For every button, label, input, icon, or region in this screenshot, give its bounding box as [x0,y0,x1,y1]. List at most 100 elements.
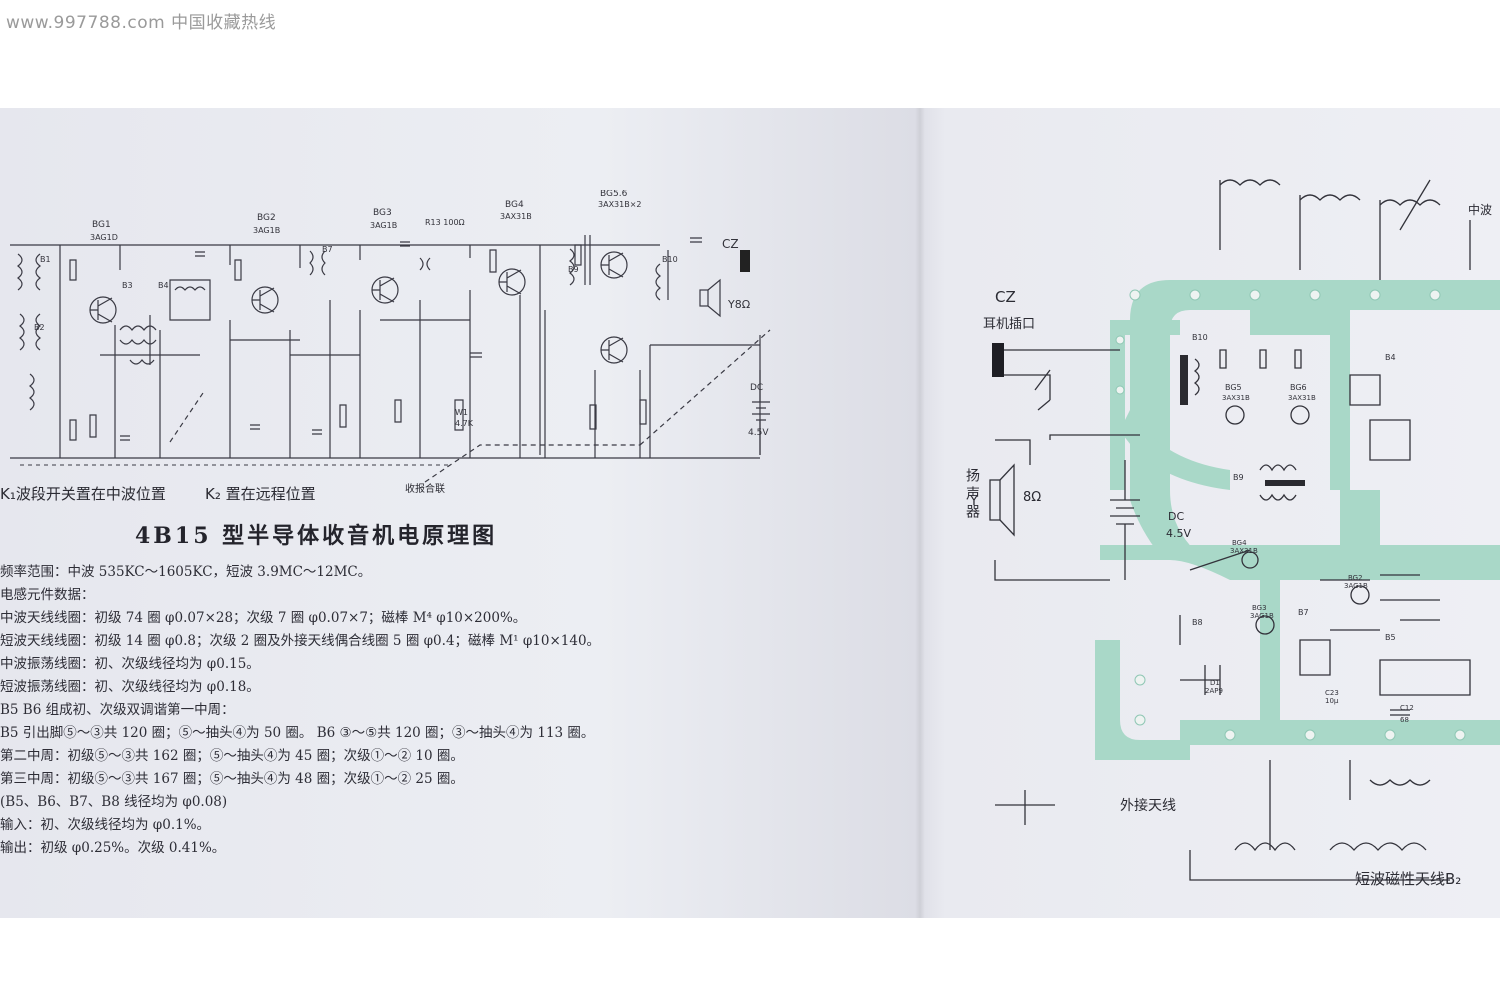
spec-line: 第二中周：初级⑤～③共 162 圈；⑤～抽头④为 45 圈；次级①～② 10 圈… [0,748,464,764]
diagram-title: 4B15 型半导体收音机电原理图 [135,523,498,549]
capacitors [120,237,702,441]
svg-text:3AX31B: 3AX31B [1288,394,1316,402]
spec-line: 第三中周：初级⑤～③共 167 圈；⑤～抽头④为 48 圈；次级①～② 25 圈… [0,771,464,787]
svg-text:3AG1D: 3AG1D [90,233,118,242]
jack-wiring [1004,349,1120,411]
spec-line: (B5、B6、B7、B8 线径均为 φ0.08) [0,794,228,810]
svg-text:68: 68 [1400,716,1409,724]
svg-text:B1: B1 [40,255,51,264]
antenna-coils [17,253,41,411]
top-rail [10,244,660,455]
svg-text:B3: B3 [122,281,133,290]
sw-antenna-label: 短波磁性天线B₂ [1355,870,1462,888]
transistor-bg4 [1241,551,1259,569]
svg-text:R13 100Ω: R13 100Ω [425,218,465,227]
svg-text:BG6: BG6 [1290,383,1307,392]
page-fold [915,108,925,918]
switch-linkage [169,329,771,483]
spec-line: 电感元件数据： [0,587,95,603]
svg-text:Y8Ω: Y8Ω [727,298,750,311]
transformer-b9 [1265,480,1305,486]
svg-text:2AP9: 2AP9 [1205,687,1223,695]
svg-text:3AG1B: 3AG1B [370,221,397,230]
svg-text:BG4: BG4 [1232,539,1247,547]
svg-text:3AX31B: 3AX31B [1230,547,1258,555]
pcb-copper [1095,280,1500,760]
battery-symbol [1110,460,1140,580]
svg-text:D1: D1 [1210,679,1220,687]
svg-text:B9: B9 [568,265,579,274]
speaker-caption: 扬声器 [964,468,980,522]
transistor-bg6 [600,336,628,364]
speaker-wiring [994,434,1140,581]
transistor-bg2 [251,286,279,314]
svg-text:C23: C23 [1325,689,1339,697]
svg-text:C12: C12 [1400,704,1414,712]
spec-line: 中波天线线圈：初级 74 圈 φ0.07×28；次级 7 圈 φ0.07×7；磁… [0,610,527,626]
transistor-bg3 [371,276,399,304]
board-components [1179,349,1471,716]
speaker-symbol [699,278,721,318]
output-transformer [569,235,669,301]
if-transformers [169,250,431,321]
svg-text:W1: W1 [455,408,468,417]
spec-line: B5 引出脚⑤～③共 120 圈；⑤～抽头④为 50 圈。 B6 ③～⑤共 12… [0,725,595,741]
svg-text:B5: B5 [1385,633,1396,642]
cross-mark [995,790,1055,825]
svg-text:B10: B10 [662,255,678,264]
transformer-b10 [1180,355,1188,405]
svg-text:BG2: BG2 [1348,574,1363,582]
battery-symbol [752,370,770,455]
spec-line: 中波振荡线圈：初、次级线径均为 φ0.15。 [0,656,260,672]
external-antenna-label: 外接天线 [1120,798,1176,814]
transistor-bg6 [1290,405,1310,425]
transistor-bg1 [89,296,117,324]
svg-text:3AG1B: 3AG1B [253,226,280,235]
speaker-symbol [989,463,1015,537]
pcb-pads [1115,289,1466,741]
svg-text:BG2: BG2 [257,213,276,223]
spec-line: 短波振荡线圈：初、次级线径均为 φ0.18。 [0,679,260,695]
linked-note: 收报合联 [405,484,445,495]
mw-label: 中波 [1468,203,1493,217]
svg-text:3AX31B: 3AX31B [1222,394,1250,402]
svg-text:BG5.6: BG5.6 [600,190,628,199]
switch-note-k1: K₁波段开关置在中波位置 [0,485,166,503]
transistor-bg3 [1255,615,1275,635]
spec-list: 频率范围：中波 535KC～1605KC，短波 3.9MC～12MC。 电感元件… [0,560,800,860]
transistor-bg4 [498,268,526,296]
earphone-jack [992,343,1004,377]
jack-cz [740,250,750,272]
jack-label: CZ [995,288,1016,306]
pcb-layout-diagram: B10 BG5 BG6 3AX31B 3AX31B B9 BG4 3AX31B … [989,179,1500,881]
resistor-network [69,244,647,441]
speaker-symbol-label: Y [970,494,978,509]
svg-text:BG3: BG3 [373,208,392,218]
svg-text:B4: B4 [158,281,169,290]
sw-antenna-coils [1189,760,1450,881]
svg-text:BG1: BG1 [92,220,111,230]
svg-text:B10: B10 [1192,333,1208,342]
svg-text:BG4: BG4 [505,200,524,210]
svg-text:B8: B8 [1192,618,1203,627]
svg-text:B2: B2 [34,323,45,332]
svg-text:B9: B9 [1233,473,1244,482]
mw-antenna-coils [1219,179,1471,280]
transistor-bg2 [1350,585,1370,605]
svg-text:B4: B4 [1385,353,1396,362]
svg-text:B7: B7 [1298,608,1309,617]
svg-text:4.7K: 4.7K [455,419,474,428]
svg-text:DC: DC [750,383,763,393]
svg-text:3AX31B: 3AX31B [500,212,532,221]
battery-dc-label: DC [1168,510,1185,523]
jack-caption: 耳机插口 [983,317,1036,332]
svg-text:3AG1B: 3AG1B [1250,612,1274,620]
site-watermark: www.997788.com 中国收藏热线 [6,13,277,33]
wiring [59,290,641,458]
svg-text:10μ: 10μ [1325,697,1339,705]
battery-voltage: 4.5V [1166,527,1192,540]
svg-text:CZ: CZ [722,237,739,251]
schematic-diagram: BG1 3AG1D BG2 3AG1B BG3 3AG1B BG4 3AX31B… [10,190,771,483]
speaker-ohm: 8Ω [1023,490,1042,505]
switch-note-k2: K₂ 置在远程位置 [205,485,316,503]
